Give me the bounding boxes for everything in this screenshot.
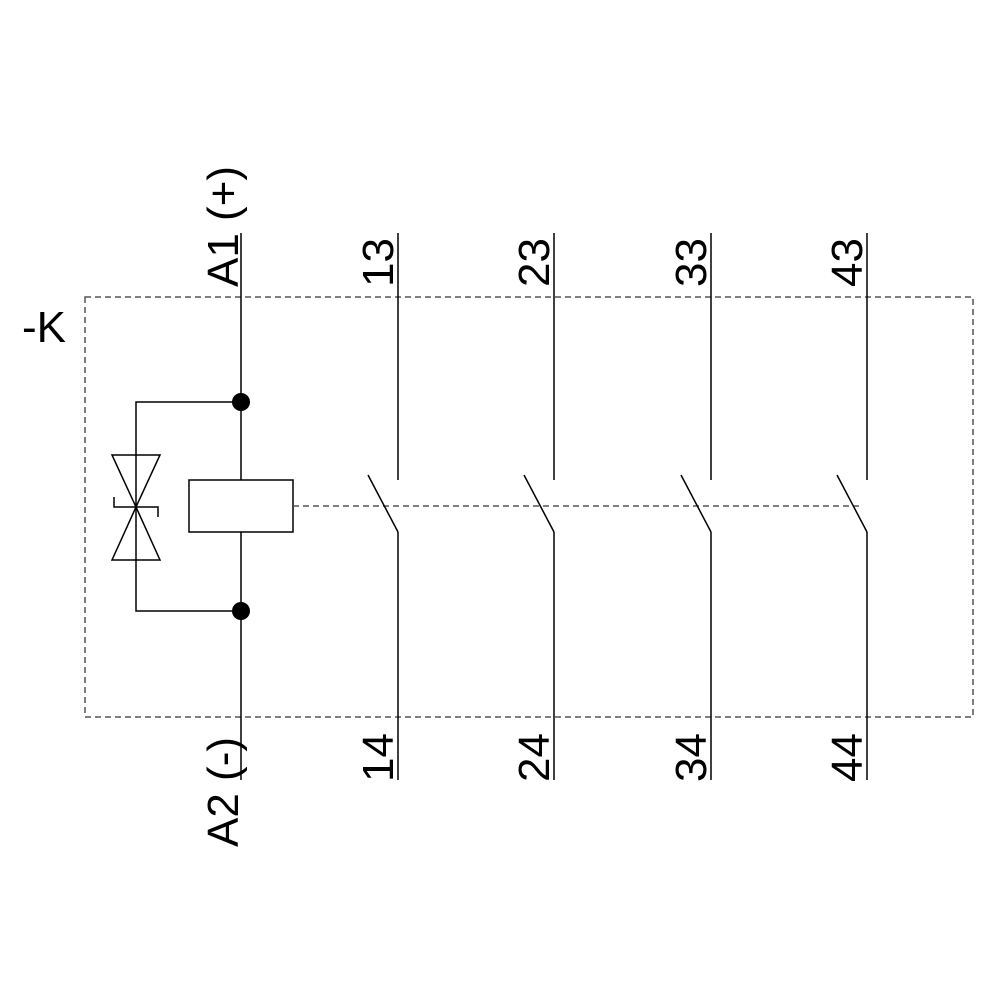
bidirectional-diode-icon (110, 454, 162, 561)
contact-2 (523, 233, 555, 780)
coil-symbol (188, 479, 294, 533)
terminal-label-13: 13 (354, 238, 403, 287)
terminal-label-33: 33 (667, 238, 716, 287)
contact-3 (680, 233, 712, 780)
terminal-label-44: 44 (823, 733, 872, 782)
suppressor-wire-bottom (135, 560, 241, 612)
terminal-label-14: 14 (354, 733, 403, 782)
device-label: -K (22, 303, 66, 352)
terminal-label-23: 23 (510, 238, 559, 287)
device-enclosure (84, 296, 974, 718)
terminal-label-43: 43 (823, 238, 872, 287)
contact-4 (836, 233, 868, 780)
terminal-label-34: 34 (667, 733, 716, 782)
terminal-label-a1: A1 (+) (199, 166, 248, 287)
contact-1 (367, 233, 399, 780)
terminal-label-24: 24 (510, 733, 559, 782)
terminal-label-a2: A2 (-) (199, 737, 248, 847)
coil-circuit (110, 233, 294, 780)
suppressor-wire-top (135, 401, 241, 455)
